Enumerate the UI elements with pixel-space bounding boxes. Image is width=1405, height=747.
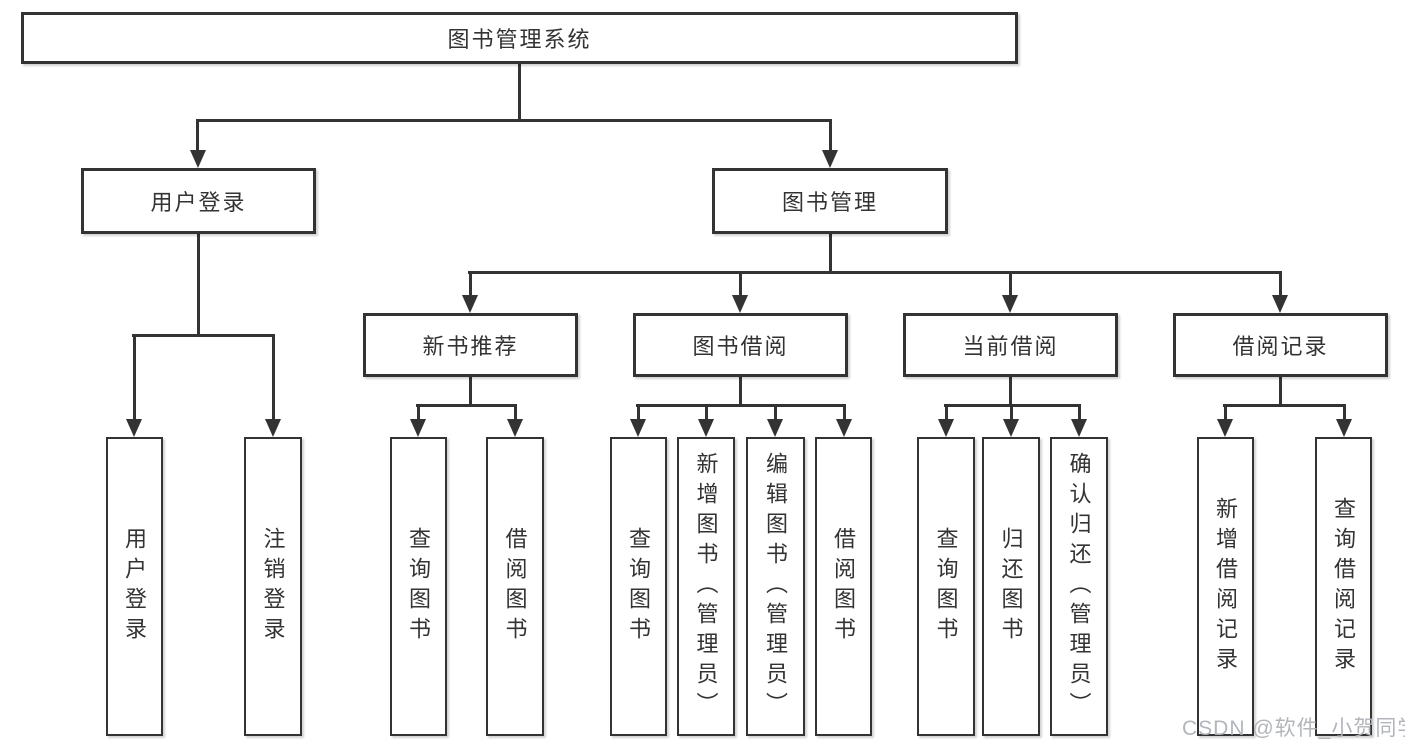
leaf-query-books-2: 查询图书 xyxy=(610,437,667,736)
connector-line xyxy=(1078,404,1081,422)
leaf-query-books-3: 查询图书 xyxy=(917,437,975,736)
node-borrowing-records: 借阅记录 xyxy=(1173,313,1388,377)
node-label: 当前借阅 xyxy=(962,334,1059,359)
connector-line xyxy=(1343,404,1346,422)
arrowhead-down xyxy=(698,419,714,437)
arrowhead-down xyxy=(410,419,426,437)
connector-line xyxy=(133,334,136,422)
leaf-label: 查询图书 xyxy=(933,526,959,647)
arrowhead-down xyxy=(732,295,748,313)
leaf-label: 新增借阅记录 xyxy=(1213,496,1239,677)
node-label: 图书借阅 xyxy=(692,334,789,359)
leaf-label: 用户登录 xyxy=(122,526,148,647)
connector-line xyxy=(197,234,200,337)
leaf-add-books-admin: 新增图书（管理员） xyxy=(677,437,735,736)
arrowhead-down xyxy=(767,419,783,437)
leaf-add-borrow-record: 新增借阅记录 xyxy=(1197,437,1254,736)
connector-line xyxy=(829,119,832,155)
connector-line xyxy=(1223,404,1346,407)
connector-line xyxy=(469,377,472,407)
leaf-borrow-books-2: 借阅图书 xyxy=(815,437,872,736)
connector-line xyxy=(469,271,472,298)
connector-line xyxy=(705,404,708,422)
arrowhead-down xyxy=(1071,419,1087,437)
leaf-label: 新增图书（管理员） xyxy=(693,451,719,722)
arrowhead-down xyxy=(126,419,142,437)
connector-line xyxy=(468,271,1282,274)
arrowhead-down xyxy=(462,295,478,313)
connector-line xyxy=(1009,377,1012,407)
connector-line xyxy=(518,64,521,122)
connector-line xyxy=(196,119,832,122)
leaf-edit-books-admin: 编辑图书（管理员） xyxy=(746,437,805,736)
node-user-login-group: 用户登录 xyxy=(81,168,316,234)
arrowhead-down xyxy=(507,419,523,437)
leaf-logout: 注销登录 xyxy=(244,437,302,736)
connector-line xyxy=(1279,271,1282,298)
arrowhead-down xyxy=(836,419,852,437)
leaf-label: 借阅图书 xyxy=(502,526,528,647)
connector-line xyxy=(272,334,275,422)
leaf-confirm-return-admin: 确认归还（管理员） xyxy=(1050,437,1108,736)
node-new-book-recommendation: 新书推荐 xyxy=(363,313,578,377)
leaf-label: 查询图书 xyxy=(626,526,652,647)
connector-line xyxy=(829,234,832,274)
connector-line xyxy=(416,404,517,407)
node-book-borrowing: 图书借阅 xyxy=(633,313,848,377)
connector-line xyxy=(1224,404,1227,422)
leaf-label: 确认归还（管理员） xyxy=(1066,451,1092,722)
node-root-label: 图书管理系统 xyxy=(447,27,592,52)
arrowhead-down xyxy=(1002,295,1018,313)
node-label: 图书管理 xyxy=(781,190,878,215)
arrowhead-down xyxy=(1003,419,1019,437)
connector-line xyxy=(636,404,846,407)
arrowhead-down xyxy=(1336,419,1352,437)
leaf-query-books-1: 查询图书 xyxy=(390,437,447,736)
leaf-query-borrow-record: 查询借阅记录 xyxy=(1315,437,1372,736)
arrowhead-down xyxy=(630,419,646,437)
connector-line xyxy=(514,404,517,422)
connector-line xyxy=(637,404,640,422)
node-label: 用户登录 xyxy=(150,190,247,215)
node-label: 新书推荐 xyxy=(422,334,519,359)
leaf-label: 借阅图书 xyxy=(831,526,857,647)
connector-line xyxy=(196,119,199,155)
leaf-label: 编辑图书（管理员） xyxy=(763,451,789,722)
leaf-label: 注销登录 xyxy=(260,526,286,647)
leaf-return-books: 归还图书 xyxy=(982,437,1040,736)
connector-line xyxy=(843,404,846,422)
leaf-borrow-books-1: 借阅图书 xyxy=(486,437,544,736)
connector-line xyxy=(417,404,420,422)
connector-line xyxy=(739,377,742,407)
connector-line xyxy=(739,271,742,298)
connector-line xyxy=(945,404,948,422)
leaf-label: 查询借阅记录 xyxy=(1331,496,1357,677)
arrowhead-down xyxy=(822,150,838,168)
node-label: 借阅记录 xyxy=(1232,334,1329,359)
csdn-watermark: CSDN @软件_小贺同学 xyxy=(1182,717,1405,740)
connector-line xyxy=(1279,377,1282,407)
arrowhead-down xyxy=(1217,419,1233,437)
node-root: 图书管理系统 xyxy=(21,12,1018,64)
arrowhead-down xyxy=(265,419,281,437)
leaf-user-login: 用户登录 xyxy=(106,437,163,736)
arrowhead-down xyxy=(190,150,206,168)
arrowhead-down xyxy=(938,419,954,437)
leaf-label: 归还图书 xyxy=(998,526,1024,647)
node-current-borrowing: 当前借阅 xyxy=(903,313,1118,377)
connector-line xyxy=(774,404,777,422)
connector-line xyxy=(132,334,275,337)
arrowhead-down xyxy=(1272,295,1288,313)
node-book-management: 图书管理 xyxy=(712,168,948,234)
connector-line xyxy=(1009,271,1012,298)
leaf-label: 查询图书 xyxy=(406,526,432,647)
connector-line xyxy=(1010,404,1013,422)
